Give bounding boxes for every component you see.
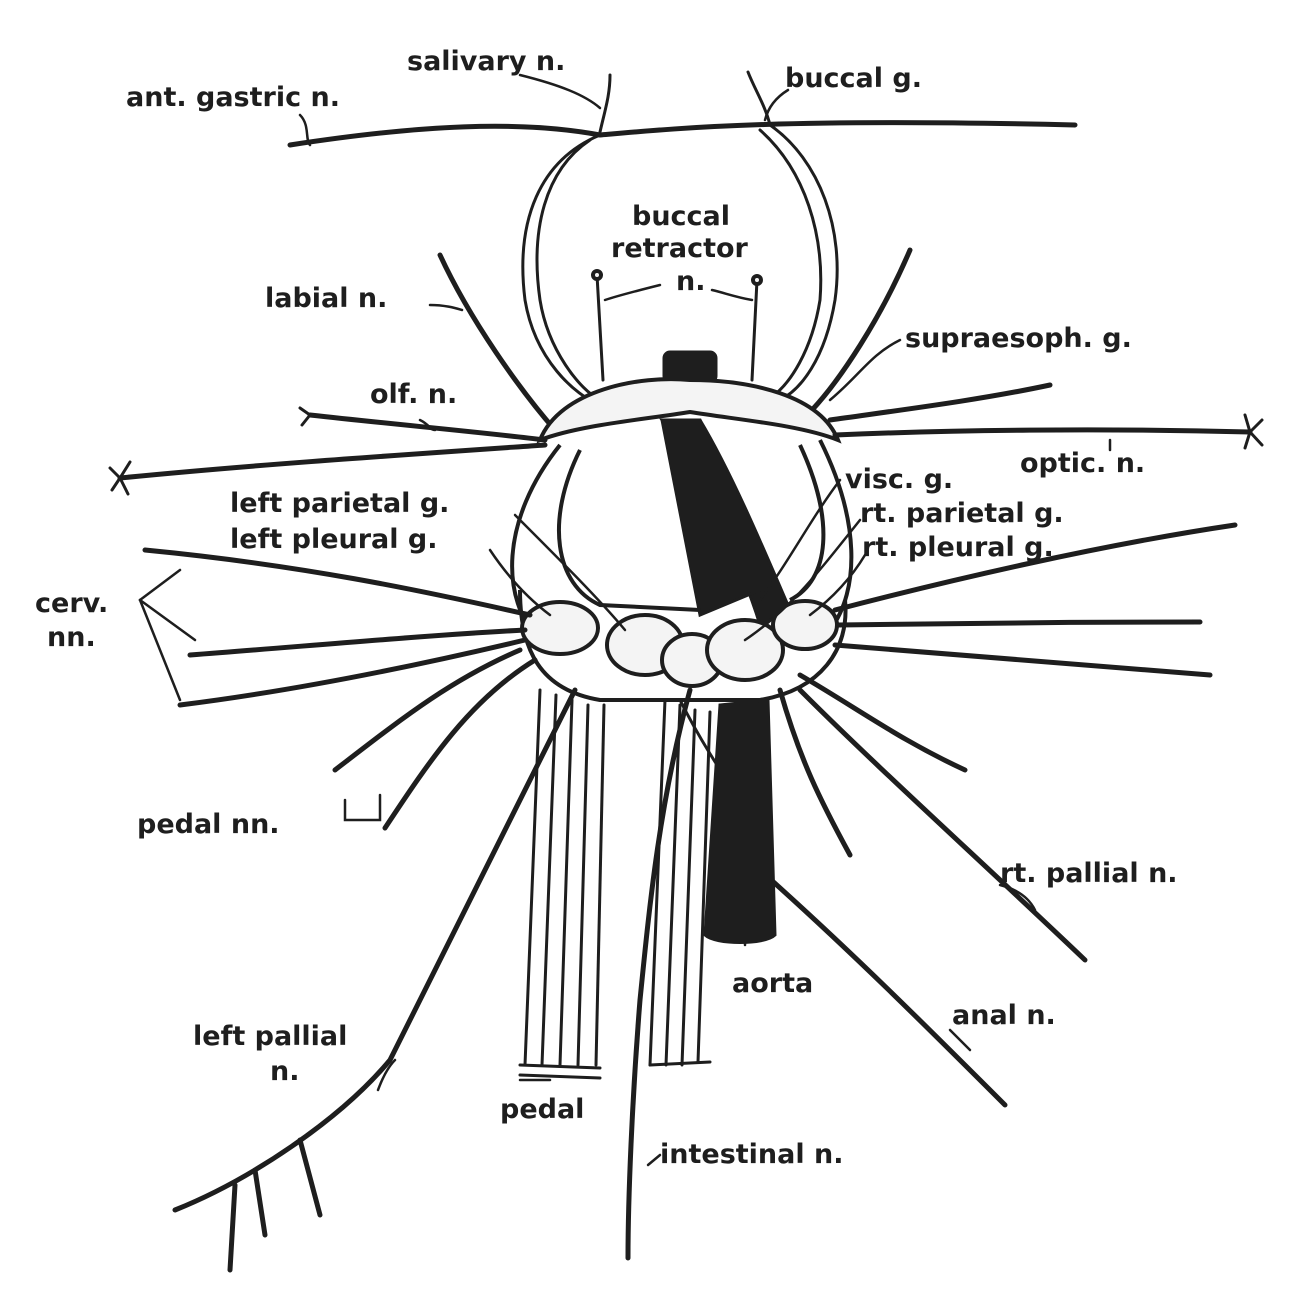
right-nerve-5 — [777, 687, 853, 858]
buccal-connective-right-inner — [758, 128, 823, 400]
label-supraesophageal-ganglion: supraesoph. g. — [905, 323, 1132, 354]
label-aorta: aorta — [732, 968, 813, 999]
label-right-parietal-ganglion: rt. parietal g. — [860, 498, 1064, 529]
label-right-pallial-nerve: rt. pallial n. — [1000, 858, 1178, 889]
label-ant-gastric-nerve: ant. gastric n. — [126, 82, 340, 113]
label-anal-nerve: anal n. — [952, 1000, 1056, 1031]
aorta-vessel — [703, 698, 777, 944]
right-cord-bundle — [648, 698, 712, 1067]
label-visceral-ganglion: visc. g. — [845, 464, 953, 495]
buccal-connective-right — [768, 123, 839, 402]
pedal-nerve-1 — [332, 647, 523, 773]
label-optic-nerve: optic. n. — [1020, 448, 1145, 479]
right-nerve-1 — [832, 522, 1238, 613]
olfactory-nerve — [307, 412, 548, 443]
pedal-cord-bundle — [518, 688, 606, 1080]
optic-nerve-right — [832, 427, 1253, 438]
diagram-drawing — [108, 70, 1264, 1273]
label-buccal-ganglion: buccal g. — [785, 63, 922, 94]
label-right-pleural-ganglion: rt. pleural g. — [862, 532, 1054, 563]
label-left-pallial-nerve-1: left pallial — [193, 1021, 347, 1052]
label-pedal-nerves: pedal nn. — [137, 809, 280, 840]
label-olfactory-nerve: olf. n. — [370, 379, 457, 410]
right-nerve-4 — [797, 672, 968, 773]
cervical-nerve-2 — [187, 627, 528, 658]
salivary-nerve — [598, 73, 612, 134]
label-intestinal-nerve: intestinal n. — [660, 1139, 844, 1170]
buccal-connective-left — [521, 133, 602, 407]
ant-gastric-nerve — [287, 120, 1078, 148]
anal-nerve — [757, 867, 1008, 1108]
buccal-connective-left-inner — [535, 138, 602, 402]
optic-nerve-left — [117, 442, 548, 481]
pedal-nerve-2 — [382, 657, 538, 831]
buccal-ganglion-nerve — [746, 70, 772, 127]
label-pedal: pedal — [500, 1094, 584, 1125]
label-salivary-nerve: salivary n. — [407, 46, 565, 77]
label-cervical-nerves-1: cerv. — [35, 588, 108, 619]
leader-lines — [138, 73, 1112, 1167]
right-nerve-3 — [832, 642, 1213, 678]
left-pallial-nerve — [172, 687, 578, 1213]
labels: salivary n. buccal g. ant. gastric n. bu… — [35, 46, 1178, 1170]
label-cervical-nerves-2: nn. — [47, 622, 96, 653]
labial-nerve-right — [809, 247, 913, 413]
label-buccal-retractor-2: retractor — [611, 233, 749, 264]
cervical-nerve-3 — [177, 637, 528, 708]
label-left-pallial-nerve-2: n. — [270, 1056, 299, 1087]
left-pleural-ganglion — [520, 600, 600, 656]
esophagus-body — [660, 418, 762, 618]
right-pallial-nerve — [797, 687, 1088, 963]
buccal-retractor-left — [595, 273, 605, 382]
cervical-nerve-1 — [142, 547, 533, 618]
label-left-parietal-ganglion: left parietal g. — [230, 488, 449, 519]
buccal-retractor-right — [750, 278, 759, 382]
label-labial-nerve: labial n. — [265, 283, 387, 314]
label-buccal-retractor-1: buccal — [632, 201, 730, 232]
label-left-pleural-ganglion: left pleural g. — [230, 524, 438, 555]
labial-nerve-left — [437, 252, 558, 433]
supraesophageal-ganglion — [536, 377, 842, 444]
intestinal-nerve — [625, 687, 693, 1261]
label-buccal-retractor-3: n. — [676, 266, 705, 297]
right-parietal-ganglion — [705, 618, 785, 682]
right-nerve-2 — [835, 619, 1203, 628]
